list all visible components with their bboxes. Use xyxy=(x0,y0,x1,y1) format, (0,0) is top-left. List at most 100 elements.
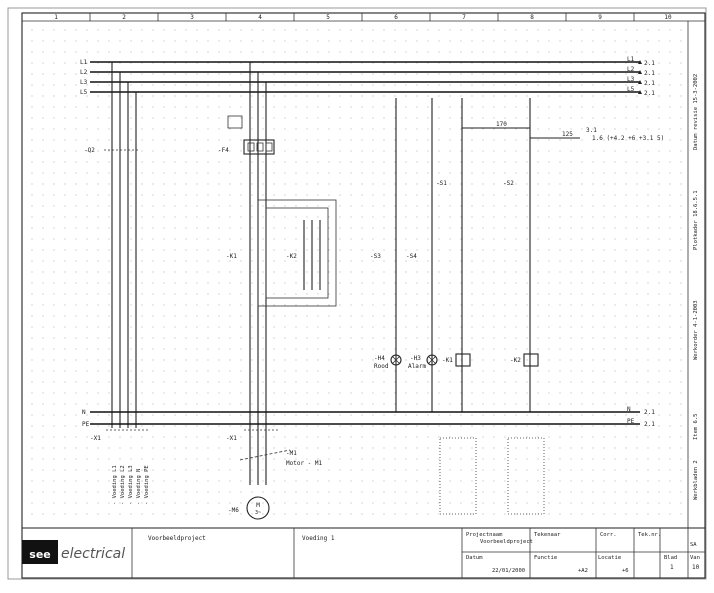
grid-dot xyxy=(548,337,550,339)
grid-dot xyxy=(449,436,451,438)
grid-dot xyxy=(372,249,374,251)
grid-dot xyxy=(647,139,649,141)
grid-dot xyxy=(196,227,198,229)
grid-dot xyxy=(130,414,132,416)
grid-dot xyxy=(482,84,484,86)
grid-dot xyxy=(559,183,561,185)
grid-dot xyxy=(482,282,484,284)
grid-dot xyxy=(482,447,484,449)
locatie-label: Locatie xyxy=(598,555,621,561)
grid-dot xyxy=(31,513,33,515)
grid-dot xyxy=(350,84,352,86)
grid-dot xyxy=(163,469,165,471)
grid-dot xyxy=(504,172,506,174)
grid-dot xyxy=(108,40,110,42)
grid-dot xyxy=(647,172,649,174)
grid-dot xyxy=(53,359,55,361)
grid-dot xyxy=(108,381,110,383)
grid-dot xyxy=(592,359,594,361)
grid-dot xyxy=(438,216,440,218)
grid-dot xyxy=(669,315,671,317)
grid-dot xyxy=(86,73,88,75)
grid-dot xyxy=(570,326,572,328)
grid-dot xyxy=(262,326,264,328)
grid-dot xyxy=(53,117,55,119)
grid-dot xyxy=(372,271,374,273)
grid-dot xyxy=(75,183,77,185)
grid-dot xyxy=(141,381,143,383)
grid-dot xyxy=(614,216,616,218)
grid-dot xyxy=(317,348,319,350)
grid-dot xyxy=(64,326,66,328)
grid-dot xyxy=(416,502,418,504)
grid-dot xyxy=(537,216,539,218)
grid-dot xyxy=(669,95,671,97)
grid-dot xyxy=(603,40,605,42)
grid-dot xyxy=(372,95,374,97)
grid-dot xyxy=(383,348,385,350)
grid-dot xyxy=(185,293,187,295)
grid-dot xyxy=(229,73,231,75)
grid-dot xyxy=(75,304,77,306)
grid-dot xyxy=(493,40,495,42)
grid-dot xyxy=(31,480,33,482)
grid-dot xyxy=(570,216,572,218)
grid-dot xyxy=(548,403,550,405)
grid-dot xyxy=(394,161,396,163)
grid-dot xyxy=(31,29,33,31)
grid-dot xyxy=(196,370,198,372)
grid-dot xyxy=(251,249,253,251)
grid-dot xyxy=(669,62,671,64)
grid-dot xyxy=(207,249,209,251)
grid-dot xyxy=(438,128,440,130)
grid-dot xyxy=(295,282,297,284)
grid-dot xyxy=(185,403,187,405)
grid-dot xyxy=(416,172,418,174)
grid-dot xyxy=(130,436,132,438)
grid-dot xyxy=(493,513,495,515)
grid-dot xyxy=(152,304,154,306)
grid-dot xyxy=(174,260,176,262)
grid-dot xyxy=(229,216,231,218)
grid-dot xyxy=(603,414,605,416)
grid-dot xyxy=(383,304,385,306)
grid-dot xyxy=(163,337,165,339)
grid-dot xyxy=(592,150,594,152)
grid-dot xyxy=(658,293,660,295)
grid-dot xyxy=(174,271,176,273)
grid-dot xyxy=(559,392,561,394)
grid-dot xyxy=(658,183,660,185)
grid-dot xyxy=(504,491,506,493)
grid-dot xyxy=(680,62,682,64)
grid-dot xyxy=(680,29,682,31)
grid-dot xyxy=(317,414,319,416)
grid-dot xyxy=(427,403,429,405)
grid-dot xyxy=(350,150,352,152)
grid-dot xyxy=(515,425,517,427)
grid-dot xyxy=(636,425,638,427)
grid-dot xyxy=(163,513,165,515)
grid-dot xyxy=(493,370,495,372)
grid-dot xyxy=(449,271,451,273)
grid-dot xyxy=(614,469,616,471)
grid-dot xyxy=(680,348,682,350)
grid-dot xyxy=(185,414,187,416)
grid-dot xyxy=(581,304,583,306)
grid-dot xyxy=(493,469,495,471)
grid-dot xyxy=(207,139,209,141)
grid-dot xyxy=(75,491,77,493)
grid-dot xyxy=(526,51,528,53)
wire-number: 170 xyxy=(496,121,507,128)
grid-dot xyxy=(218,117,220,119)
grid-dot xyxy=(559,414,561,416)
grid-dot xyxy=(493,480,495,482)
grid-dot xyxy=(53,425,55,427)
rail-label: L1 xyxy=(80,59,88,66)
grid-dot xyxy=(658,414,660,416)
grid-dot xyxy=(394,84,396,86)
grid-dot xyxy=(350,337,352,339)
grid-dot xyxy=(229,458,231,460)
grid-dot xyxy=(75,51,77,53)
grid-dot xyxy=(306,447,308,449)
svg-text:M: M xyxy=(256,502,260,509)
